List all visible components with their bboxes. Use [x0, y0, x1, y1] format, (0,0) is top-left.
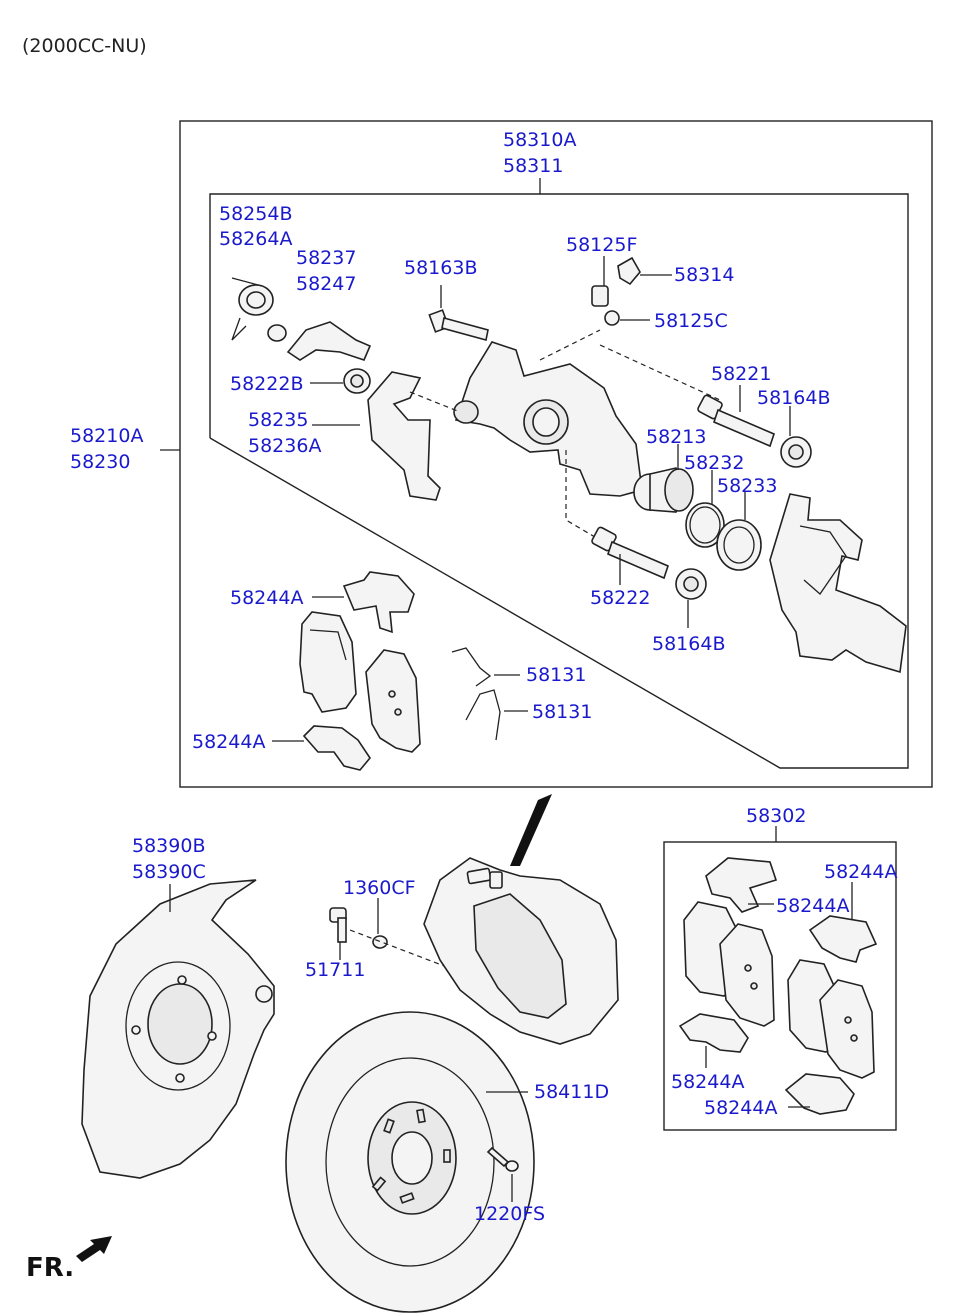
callout-washer[interactable]: 1360CF: [343, 877, 416, 899]
callout-spring-1[interactable]: 58254B: [219, 203, 292, 225]
callout-seal[interactable]: 58232: [684, 452, 744, 474]
shim-upper-part: [342, 571, 415, 634]
brake-pad-right-part: [365, 649, 421, 753]
callout-caliper-assy-1[interactable]: 58310A: [503, 129, 576, 151]
kit-pad-b-part: [787, 959, 875, 1079]
callout-bleeder-cap-outer[interactable]: 58125F: [566, 234, 637, 256]
guide-pin-upper-part: [697, 394, 775, 448]
callout-disc[interactable]: 58411D: [534, 1081, 609, 1103]
callout-bleeder-screw[interactable]: 58125C: [654, 310, 728, 332]
kit-shim-d-part: [784, 1073, 855, 1115]
callout-shim-lower[interactable]: 58244A: [192, 731, 265, 753]
callout-bracket-b-1[interactable]: 58235: [248, 409, 308, 431]
callout-bleeder-cap[interactable]: 58314: [674, 264, 734, 286]
shim-lower-part: [302, 725, 371, 771]
callout-boot-a[interactable]: 58222B: [230, 373, 303, 395]
spring-clip-2-part: [465, 689, 501, 741]
callout-piston-boot[interactable]: 58233: [717, 475, 777, 497]
caliper-spring-part: [231, 277, 287, 342]
callout-mount-bolt[interactable]: 51711: [305, 959, 365, 981]
callout-guide-pin-lower[interactable]: 58222: [590, 587, 650, 609]
callout-boot-lower[interactable]: 58164B: [652, 633, 725, 655]
callout-bracket-b-2[interactable]: 58236A: [248, 435, 321, 457]
callout-spring-clip-2[interactable]: 58131: [532, 701, 592, 723]
callout-guide-pin-upper[interactable]: 58221: [711, 363, 771, 385]
bracket-plate-part: [367, 371, 441, 501]
disc-screw-part: [486, 1146, 519, 1172]
piston-part: [633, 467, 694, 513]
callout-boot-upper[interactable]: 58164B: [757, 387, 830, 409]
assembly-pointer-icon: [510, 794, 552, 866]
seal-part: [685, 502, 725, 548]
callout-bracket-a-1[interactable]: 58237: [296, 247, 356, 269]
callout-bracket-a-2[interactable]: 58247: [296, 273, 356, 295]
boot-a-part: [343, 368, 371, 394]
boot-lower-part: [675, 568, 707, 600]
caliper-bolt-part: [428, 309, 489, 341]
engine-variant-label: (2000CC-NU): [22, 35, 147, 57]
callout-bolt[interactable]: 58163B: [404, 257, 477, 279]
boot-upper-part: [780, 436, 812, 468]
pad-kit-frame: [663, 826, 897, 1131]
kit-pad-a-part: [683, 901, 775, 1027]
callout-piston[interactable]: 58213: [646, 426, 706, 448]
kit-shim-a-part: [705, 857, 778, 913]
guide-pin-lower-part: [591, 526, 669, 580]
callout-dust-cover-1[interactable]: 58390B: [132, 835, 205, 857]
callout-kit-shim-3[interactable]: 58244A: [671, 1071, 744, 1093]
caliper-housing-part: [453, 341, 643, 497]
piston-boot-part: [716, 519, 762, 571]
dust-cover-part: [81, 879, 275, 1179]
callout-spring-2[interactable]: 58264A: [219, 228, 292, 250]
spring-clip-1-part: [451, 647, 492, 687]
callout-shim-upper[interactable]: 58244A: [230, 587, 303, 609]
brake-pad-left-part: [299, 611, 357, 713]
callout-dust-cover-2[interactable]: 58390C: [132, 861, 206, 883]
kit-shim-c-part: [678, 1013, 749, 1053]
brake-disc-part: [285, 1011, 535, 1313]
mount-bolt-part: [329, 907, 388, 949]
callout-kit-shim-1[interactable]: 58244A: [824, 861, 897, 883]
bracket-clip-part: [286, 321, 372, 361]
kit-shim-b-part: [808, 915, 878, 963]
bleeder-cap-part: [591, 256, 641, 326]
caliper-kit-frame: [160, 120, 933, 788]
carrier-bracket-part: [769, 493, 907, 674]
callout-caliper-kit-1[interactable]: 58210A: [70, 425, 143, 447]
callout-caliper-assy-2[interactable]: 58311: [503, 155, 563, 177]
callout-kit-shim-4[interactable]: 58244A: [704, 1097, 777, 1119]
callout-pad-kit[interactable]: 58302: [746, 805, 806, 827]
front-direction-label: FR.: [26, 1253, 74, 1283]
callout-disc-screw[interactable]: 1220FS: [474, 1203, 545, 1225]
assembled-caliper-part: [423, 857, 619, 1045]
callout-spring-clip-1[interactable]: 58131: [526, 664, 586, 686]
callout-caliper-kit-2[interactable]: 58230: [70, 451, 130, 473]
front-arrow-icon: [76, 1236, 112, 1262]
callout-kit-shim-2[interactable]: 58244A: [776, 895, 849, 917]
